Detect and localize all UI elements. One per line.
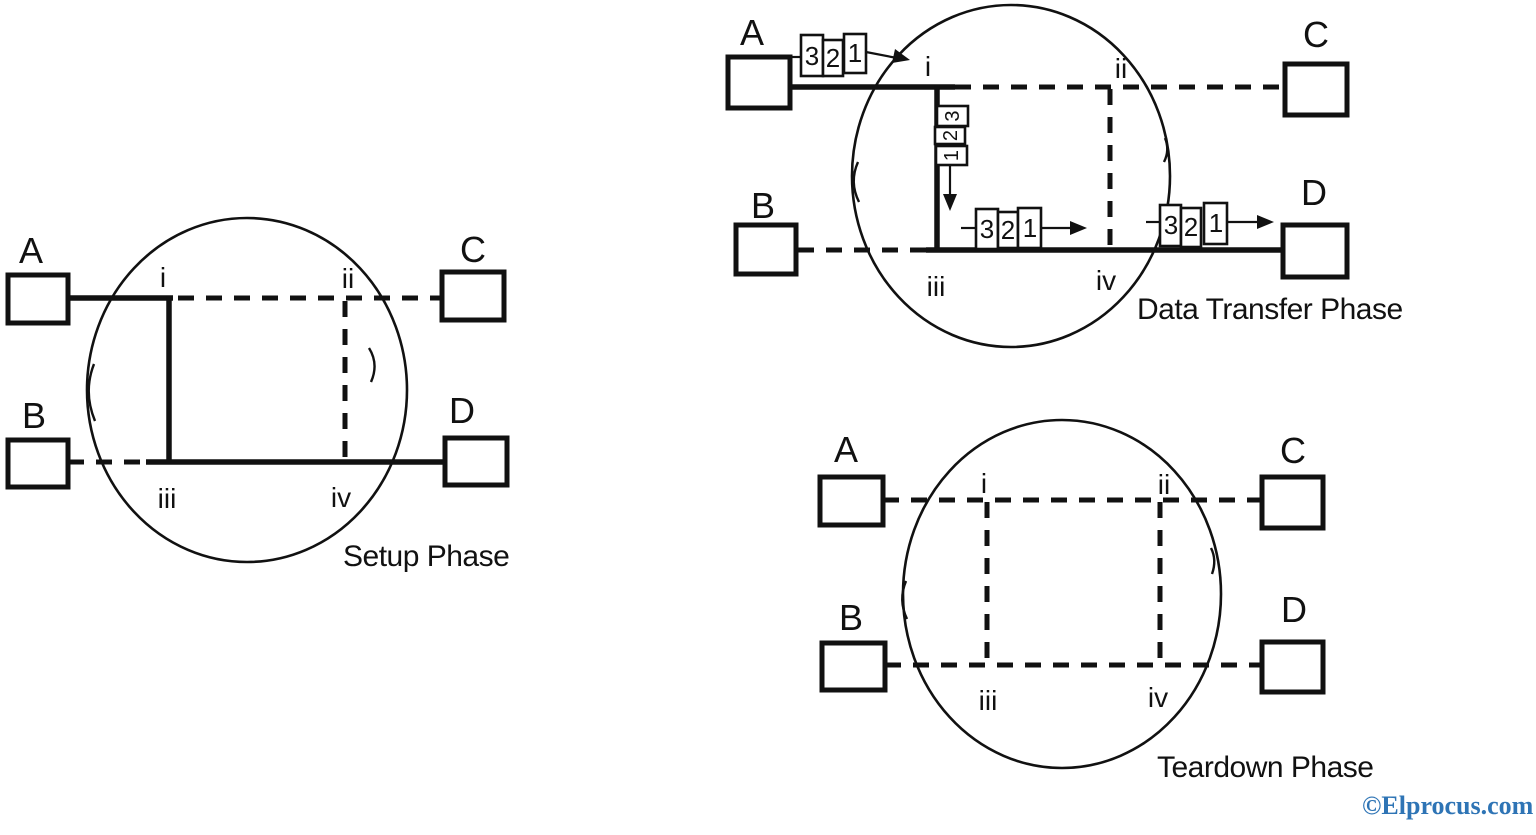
setup-switch-iv-label: iv bbox=[331, 482, 351, 513]
transfer-switch-ii-label: ii bbox=[1115, 53, 1127, 84]
transfer-node-d-label: D bbox=[1301, 172, 1327, 213]
packet-box-1 bbox=[934, 144, 969, 167]
setup-phase-title: Setup Phase bbox=[343, 540, 509, 573]
teardown-node-b-box bbox=[819, 640, 888, 693]
transfer-switch-iii-label: iii bbox=[927, 271, 946, 302]
setup-switch-i-label: i bbox=[160, 262, 166, 293]
setup-node-b-label: B bbox=[22, 395, 46, 436]
packet-group-i-to-iii: 3 2 1 bbox=[933, 104, 970, 211]
packet-group-a-to-i: 3 2 1 bbox=[788, 32, 910, 78]
teardown-phase-diagram: A B C D i ii iii iv Teardown Phase bbox=[817, 418, 1374, 784]
packet-digit: 1 bbox=[1209, 208, 1223, 238]
transfer-node-b-box bbox=[733, 222, 799, 277]
transfer-switch-i-label: i bbox=[925, 51, 931, 82]
transfer-switch-iv-label: iv bbox=[1096, 265, 1116, 296]
packet-arrow-head bbox=[892, 49, 910, 63]
transfer-node-a-box bbox=[725, 54, 793, 111]
transfer-node-a-label: A bbox=[740, 12, 764, 53]
packet-digit: 2 bbox=[826, 43, 840, 73]
transfer-node-b-label: B bbox=[751, 185, 775, 226]
packet-box-1 bbox=[842, 32, 868, 75]
setup-switch-ii-label: ii bbox=[342, 263, 354, 294]
teardown-node-c-box bbox=[1259, 474, 1326, 531]
teardown-phase-title: Teardown Phase bbox=[1157, 751, 1373, 784]
packet-digit: 2 bbox=[1001, 215, 1015, 245]
packet-digit-rotated: 3 bbox=[942, 110, 964, 121]
transfer-node-c-label: C bbox=[1303, 14, 1329, 55]
packet-arrow-head bbox=[1070, 221, 1087, 235]
data-transfer-phase-title: Data Transfer Phase bbox=[1137, 293, 1403, 326]
teardown-node-c-label: C bbox=[1280, 430, 1306, 471]
transfer-cloud-stroke-artifact-left bbox=[852, 161, 861, 203]
teardown-node-b-label: B bbox=[839, 597, 863, 638]
teardown-network-cloud bbox=[901, 418, 1223, 770]
setup-switch-iii-label: iii bbox=[158, 483, 177, 514]
packet-group-iv-to-d: 3 2 1 bbox=[1146, 201, 1274, 249]
setup-network-cloud bbox=[85, 216, 409, 564]
transfer-cloud-stroke-artifact-right bbox=[1162, 137, 1169, 163]
setup-node-c-label: C bbox=[460, 229, 486, 270]
teardown-switch-i-label: i bbox=[981, 468, 987, 499]
teardown-switch-iii-label: iii bbox=[979, 685, 998, 716]
setup-cloud-stroke-artifact-left bbox=[87, 363, 97, 422]
transfer-node-d-box bbox=[1280, 222, 1350, 280]
packet-digit-rotated: 2 bbox=[940, 130, 962, 141]
teardown-node-a-box bbox=[817, 474, 886, 528]
teardown-switch-ii-label: ii bbox=[1158, 469, 1170, 500]
data-transfer-phase-diagram: A B C D i ii iii iv 3 2 1 3 2 1 bbox=[725, 3, 1403, 349]
packet-digit: 3 bbox=[1164, 210, 1178, 240]
packet-digit: 3 bbox=[805, 41, 819, 71]
setup-node-d-label: D bbox=[449, 390, 475, 431]
setup-phase-diagram: A C B D i ii iii iv Setup Phase bbox=[5, 216, 510, 573]
teardown-node-d-box bbox=[1259, 639, 1326, 695]
packet-digit: 2 bbox=[1184, 212, 1198, 242]
elprocus-watermark: ©Elprocus.com bbox=[1362, 791, 1534, 820]
packet-digit: 1 bbox=[1023, 213, 1037, 243]
packet-box-1 bbox=[1202, 201, 1229, 246]
packet-arrow-head-down bbox=[943, 194, 957, 211]
setup-cloud-stroke-artifact-right bbox=[367, 347, 376, 383]
setup-node-b-box bbox=[5, 437, 71, 490]
packet-digit: 3 bbox=[980, 214, 994, 244]
packet-box-2 bbox=[933, 125, 967, 146]
setup-node-a-box bbox=[5, 272, 71, 326]
teardown-cloud-stroke-artifact-left bbox=[901, 580, 909, 620]
teardown-node-d-label: D bbox=[1281, 589, 1307, 630]
packet-arrow-shaft bbox=[865, 50, 898, 60]
teardown-cloud-stroke-artifact-right bbox=[1209, 547, 1216, 575]
packet-arrow-head bbox=[1257, 215, 1274, 229]
packet-box-2 bbox=[1179, 206, 1203, 249]
packet-group-iii-to-iv: 3 2 1 bbox=[961, 206, 1087, 251]
teardown-switch-iv-label: iv bbox=[1148, 682, 1168, 713]
setup-node-a-label: A bbox=[19, 230, 43, 271]
teardown-node-a-label: A bbox=[834, 429, 858, 470]
setup-node-c-box bbox=[439, 269, 507, 323]
packet-digit: 1 bbox=[848, 38, 862, 68]
packet-digit-rotated: 1 bbox=[941, 150, 963, 161]
transfer-network-cloud bbox=[850, 3, 1172, 349]
transfer-node-c-box bbox=[1282, 61, 1350, 118]
setup-node-d-box bbox=[442, 435, 510, 488]
